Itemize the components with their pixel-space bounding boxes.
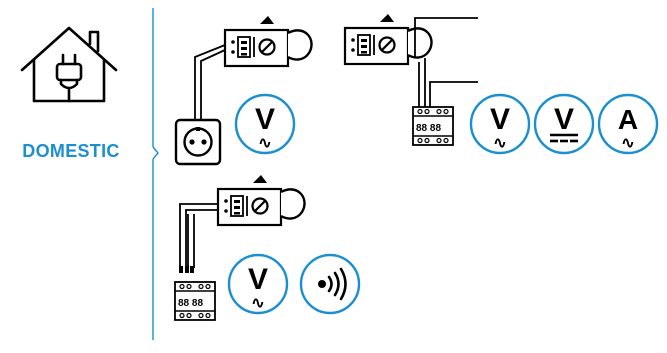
application-distribution-board: 88 88 V ∿ V A ∿ [343, 12, 659, 155]
ac-voltage-badge-1: V ∿ [234, 93, 296, 155]
circuit-breaker-icon: 88 88 [174, 281, 216, 321]
continuity-badge [299, 253, 361, 315]
voltage-letter: V [554, 103, 574, 136]
application-wall-socket: V ∿ [174, 14, 313, 166]
current-letter: A [618, 104, 638, 135]
ac-voltage-badge-3: V ∿ [227, 253, 289, 315]
ac-voltage-badge-2: V ∿ [469, 93, 531, 155]
wall-socket-icon [174, 118, 222, 166]
voltage-letter: V [255, 103, 275, 136]
ac-symbol: ∿ [258, 135, 271, 152]
section-divider [152, 8, 159, 340]
voltage-letter: V [490, 103, 510, 136]
ac-symbol: ∿ [621, 135, 634, 152]
test-leads [194, 44, 226, 122]
application-circuit-breaker: 88 88 V ∿ [174, 173, 361, 321]
breaker-label: 88 88 [178, 298, 203, 309]
ac-current-badge: A ∿ [597, 93, 659, 155]
house-plug-icon [20, 26, 118, 103]
circuit-breaker-icon: 88 88 [412, 106, 454, 146]
dc-voltage-badge: V [533, 93, 595, 155]
breaker-label: 88 88 [416, 123, 441, 134]
ac-symbol: ∿ [251, 295, 264, 312]
cable-lines [414, 17, 478, 110]
ac-symbol: ∿ [493, 135, 506, 152]
sound-waves-icon [318, 267, 347, 301]
clamp-meter-icon [223, 14, 313, 68]
clamp-meter-icon [343, 12, 433, 66]
category-title: DOMESTIC [22, 141, 120, 161]
voltage-letter: V [248, 263, 268, 296]
clamp-meter-icon [216, 173, 306, 227]
test-leads [179, 203, 218, 268]
